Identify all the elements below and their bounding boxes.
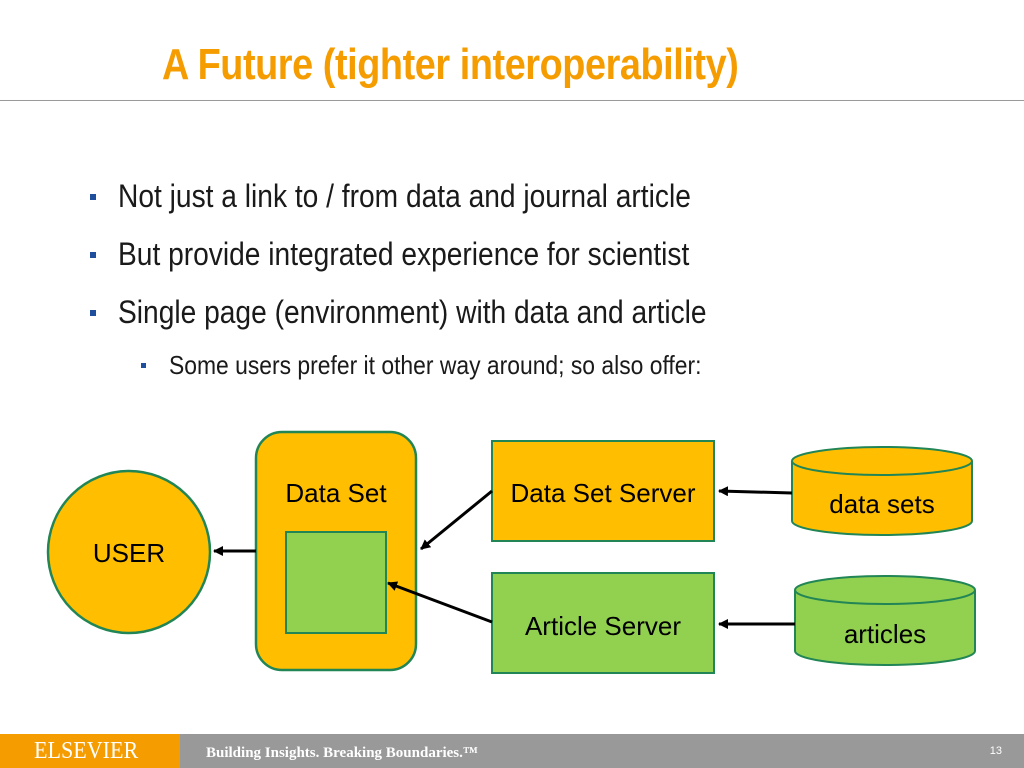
data-sets-label: data sets (829, 489, 935, 519)
article-server-node: Article Server (491, 572, 715, 674)
user-label: USER (93, 538, 165, 568)
footer-bar: ELSEVIER Building Insights. Breaking Bou… (0, 734, 1024, 768)
articles-cylinder-body (794, 590, 976, 666)
data-set-label: Data Set (285, 478, 387, 508)
data-sets-store: data sets (791, 446, 973, 536)
bullet-item: Not just a link to / from data and journ… (90, 178, 769, 215)
article-pane (285, 531, 387, 634)
bullet-text: Single page (environment) with data and … (118, 294, 707, 330)
brand-logo: ELSEVIER (0, 734, 180, 768)
data-set-server-node: Data Set Server (491, 440, 715, 542)
user-node: USER (46, 469, 212, 635)
bullet-marker-icon (90, 194, 96, 200)
articles-label: articles (844, 619, 926, 649)
sub-bullet-item: Some users prefer it other way around; s… (141, 350, 774, 381)
bullet-marker-icon (141, 363, 146, 368)
data-set-server-label: Data Set Server (511, 478, 696, 508)
bullet-text: But provide integrated experience for sc… (118, 236, 690, 272)
article-server-label: Article Server (525, 611, 681, 641)
arrow-server-to-data-set (420, 489, 493, 551)
sub-bullet-text: Some users prefer it other way around; s… (169, 350, 702, 380)
bullet-item: Single page (environment) with data and … (90, 294, 787, 331)
slide-title: A Future (tighter interoperability) (162, 40, 739, 89)
data-sets-cylinder-top (791, 446, 973, 476)
bullet-marker-icon (90, 310, 96, 316)
page-number: 13 (989, 745, 1002, 757)
articles-store: articles (794, 575, 976, 666)
arrow-data-sets-to-server (718, 486, 793, 497)
bullet-marker-icon (90, 252, 96, 258)
data-set-node: Data Set (254, 430, 418, 672)
bullet-text: Not just a link to / from data and journ… (118, 178, 691, 214)
arrow-article-server-to-pane (387, 581, 493, 624)
brand-name: ELSEVIER (34, 738, 139, 764)
article-server-box (491, 572, 715, 674)
user-circle (46, 469, 212, 635)
data-sets-cylinder-body (791, 461, 973, 536)
data-set-server-box (491, 440, 715, 542)
bullet-item: But provide integrated experience for sc… (90, 236, 767, 273)
footer-slogan: Building Insights. Breaking Boundaries.™ (206, 745, 478, 761)
articles-cylinder-top (794, 575, 976, 605)
title-divider (0, 100, 1024, 101)
